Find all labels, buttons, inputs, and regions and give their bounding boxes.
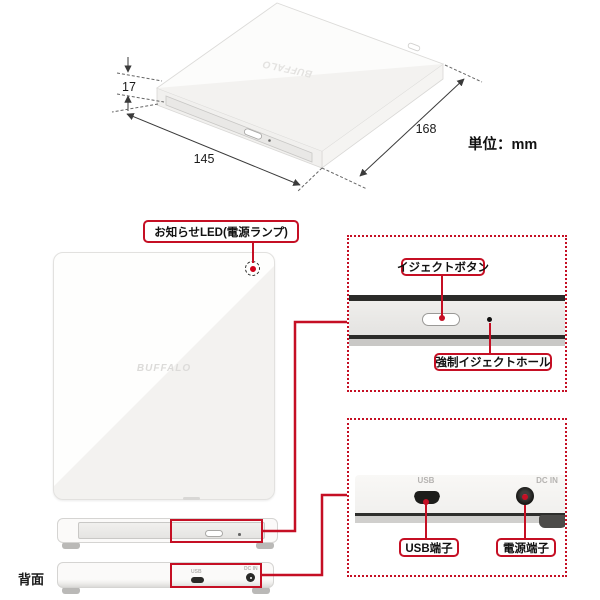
tray-base — [349, 339, 565, 346]
usb-print: USB — [417, 476, 435, 485]
power-terminal-text: 電源端子 — [503, 542, 549, 555]
dimension-drawing: BUFFALO 17 145 168 単 — [111, 2, 537, 192]
rear-foot-left — [62, 587, 80, 594]
buffalo-logo: BUFFALO — [136, 363, 192, 374]
eject-button-callout: イジェクトボタン — [397, 258, 489, 276]
tray-bottom-edge — [349, 335, 565, 339]
front-eject-button — [205, 530, 223, 537]
rear-usb-print: USB — [191, 569, 202, 575]
eject-hole-3d — [268, 139, 271, 142]
usb-terminal-text: USB端子 — [405, 542, 453, 555]
usb-terminal-callout: USB端子 — [399, 538, 459, 557]
power-leader — [523, 505, 526, 540]
detail-box-eject: イジェクトボタン 強制イジェクトホール — [347, 235, 567, 392]
dim-width — [111, 103, 323, 192]
dim-height-value: 17 — [122, 80, 136, 94]
led-leader-line — [251, 242, 254, 263]
rear-panel-foot — [539, 515, 565, 528]
eject-button-leader-dot — [438, 315, 445, 321]
power-terminal-callout: 電源端子 — [496, 538, 556, 557]
connector-front-detail — [263, 320, 347, 533]
led-mark-3d — [407, 42, 421, 52]
eject-button-text: イジェクトボタン — [397, 262, 489, 274]
rear-panel-base — [355, 516, 565, 523]
power-leader-dot — [522, 494, 528, 500]
eject-button-leader — [440, 276, 443, 317]
rear-foot-right — [252, 587, 270, 594]
front-highlight-rect — [170, 519, 263, 543]
led-callout-label: お知らせLED(電源ランプ) — [143, 220, 299, 243]
rear-dcin-print: DC IN — [244, 566, 258, 572]
usb-port — [414, 491, 440, 504]
tray-top-edge — [349, 295, 565, 301]
rear-usb-port — [191, 577, 204, 583]
unit-label: 単位：mm — [468, 135, 537, 153]
dim-depth — [321, 64, 483, 190]
dim-depth-value: 168 — [416, 122, 437, 136]
dcin-print: DC IN — [536, 476, 558, 485]
force-eject-hole-leader — [488, 323, 491, 353]
force-eject-hole-zoom — [487, 317, 492, 322]
device-rear-view: USB DC IN — [57, 562, 274, 588]
led-callout-text: お知らせLED(電源ランプ) — [154, 226, 288, 239]
tray-notch — [183, 497, 200, 500]
rear-panel-zoom — [355, 475, 565, 516]
rear-dc-jack — [246, 573, 255, 582]
force-eject-hole-callout: 強制イジェクトホール — [434, 353, 552, 371]
usb-leader-dot — [423, 499, 429, 505]
led-indicator — [250, 266, 256, 272]
front-foot-left — [62, 542, 80, 549]
front-foot-right — [256, 542, 274, 549]
rear-view-caption: 背面 — [18, 572, 45, 587]
rear-highlight-rect — [170, 563, 262, 588]
dim-height — [116, 57, 165, 111]
usb-leader — [424, 504, 427, 540]
device-3d-illustration: BUFFALO — [156, 2, 444, 169]
device-top-view: BUFFALO — [53, 252, 275, 500]
front-eject-hole — [238, 533, 241, 536]
dim-width-value: 145 — [194, 152, 215, 166]
detail-box-ports: USB DC IN USB端子 電源端子 — [347, 418, 567, 577]
force-eject-hole-text: 強制イジェクトホール — [435, 357, 551, 369]
